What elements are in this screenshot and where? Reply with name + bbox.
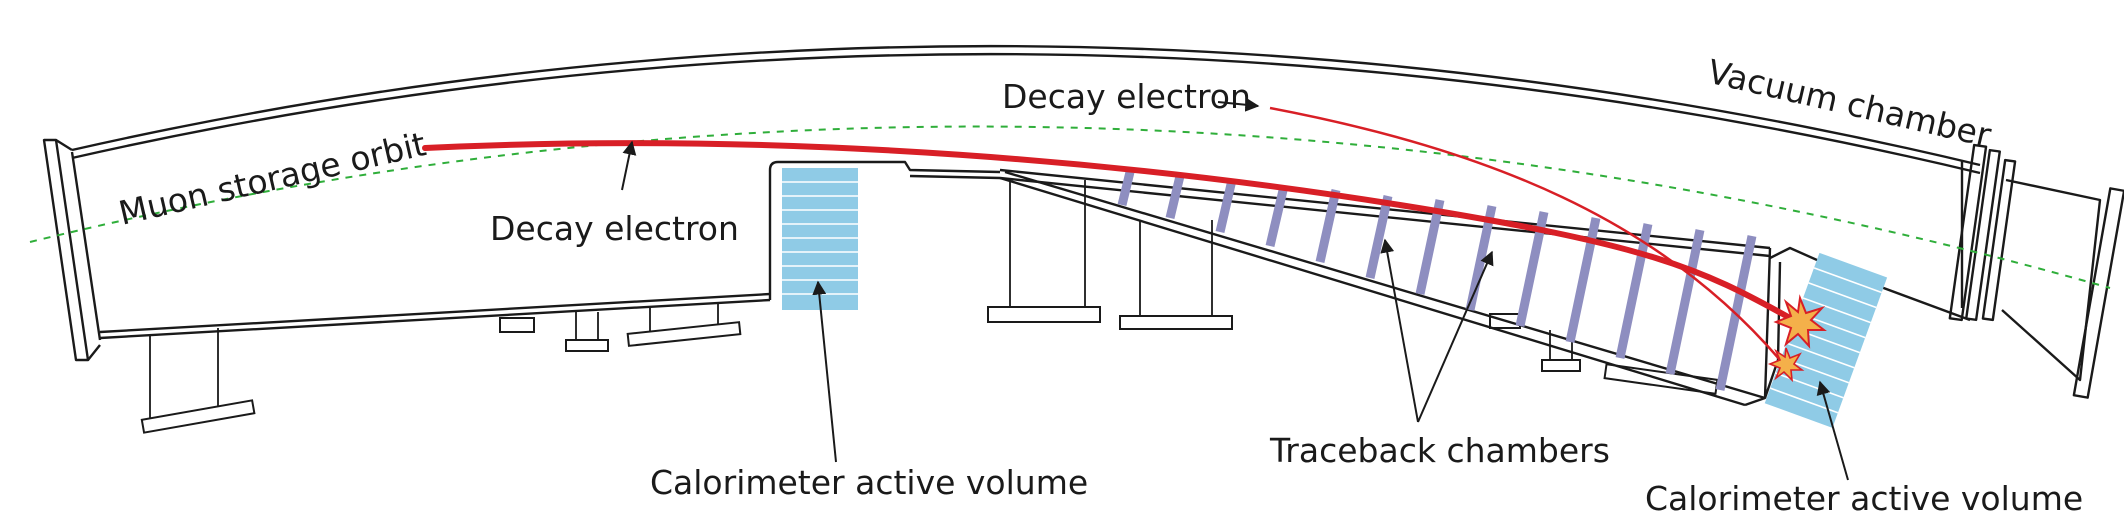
label-traceback-chambers: Traceback chambers	[1269, 431, 1610, 470]
shower-burst-lower-icon	[1767, 347, 1805, 383]
label-decay-electron-left: Decay electron	[490, 209, 739, 248]
leader-lines	[621, 97, 1849, 481]
label-muon-storage-orbit: Muon storage orbit	[115, 124, 429, 233]
traceback-chambers	[1117, 170, 1757, 391]
calorimeter-left	[782, 168, 858, 310]
decay-electron-track-secondary	[1269, 106, 1781, 361]
label-calorimeter-left: Calorimeter active volume	[650, 463, 1088, 502]
shower-burst-upper-icon	[1773, 294, 1827, 349]
label-decay-electron-top: Decay electron	[1002, 77, 1251, 116]
calorimeter-right	[1764, 252, 1888, 428]
label-vacuum-chamber: Vacuum chamber	[1704, 52, 1995, 155]
label-calorimeter-right: Calorimeter active volume	[1645, 479, 2083, 516]
decay-electron-track-main	[422, 140, 1793, 321]
